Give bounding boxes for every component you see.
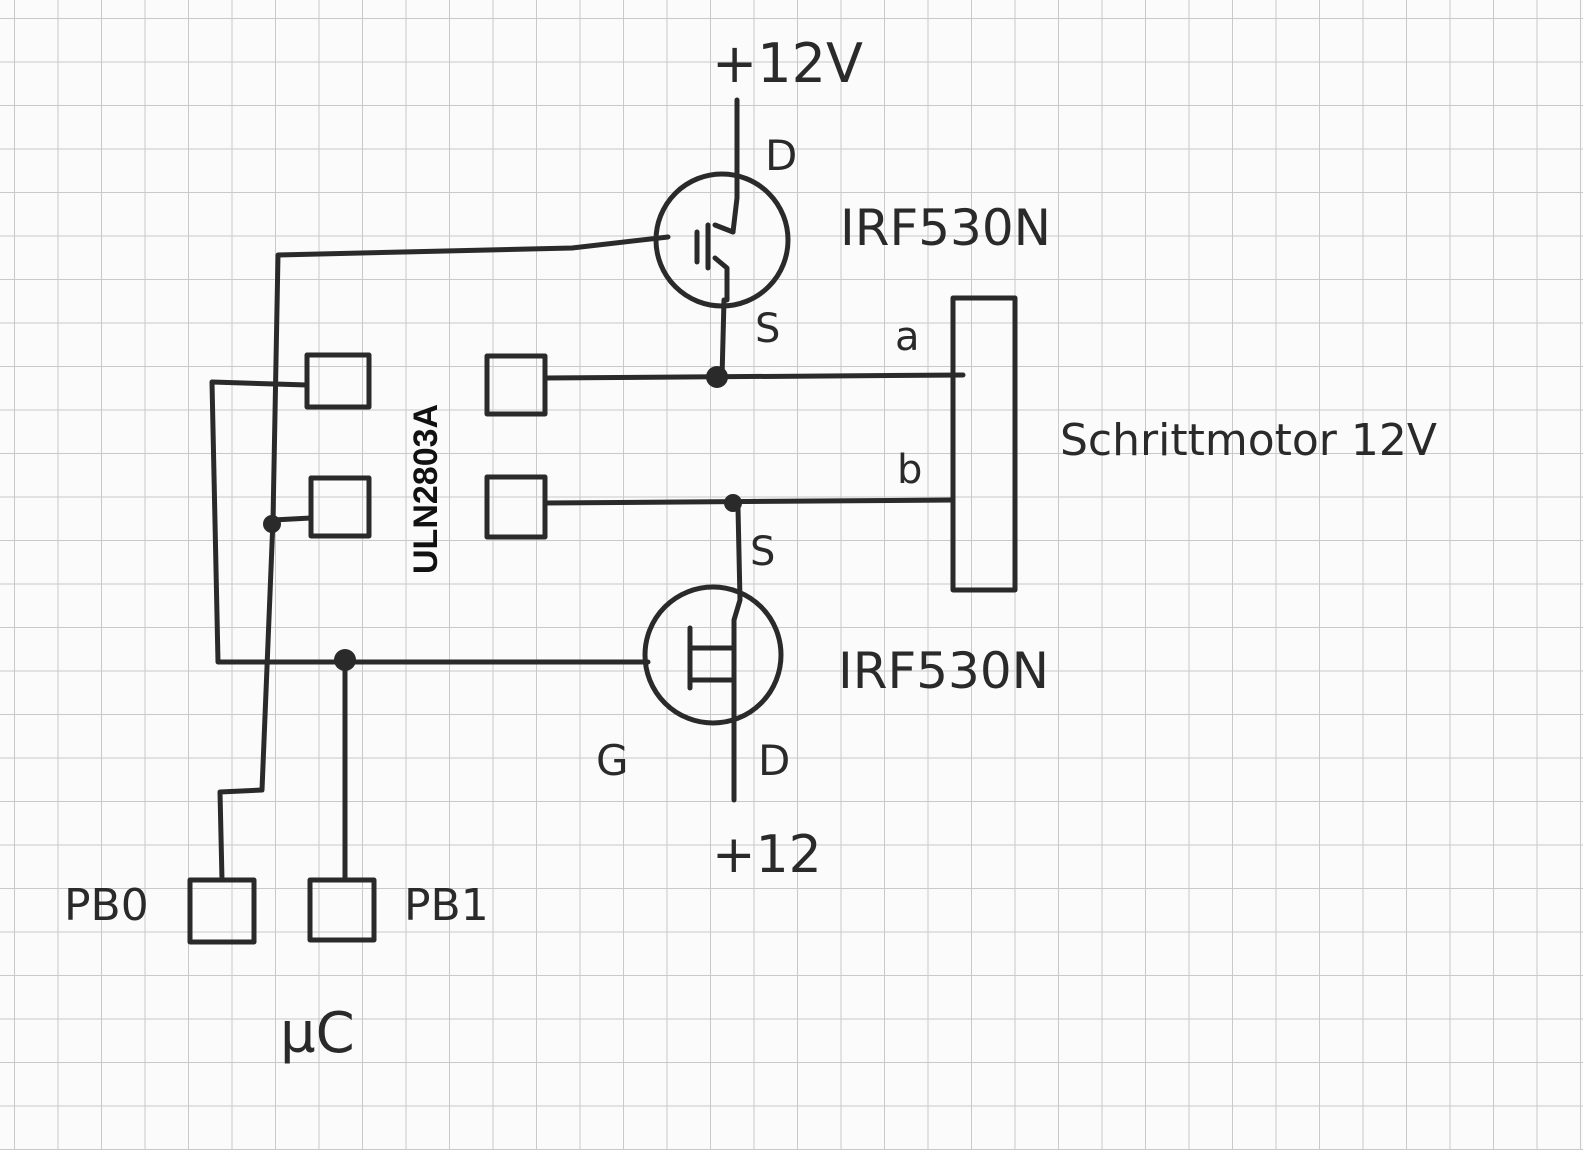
mosfet-top-body xyxy=(653,171,791,309)
label-top-source: S xyxy=(755,306,780,352)
label-motor: Schrittmotor 12V xyxy=(1060,415,1437,466)
wire-pb1-gate-bottom xyxy=(209,379,651,665)
mosfet-bottom-body xyxy=(642,584,784,726)
mosfet-top-drain-lead xyxy=(730,119,740,235)
label-supply-top: +12V xyxy=(712,32,863,95)
mosfet-top-source-lead xyxy=(719,297,727,381)
mosfet-top-inner xyxy=(712,222,736,303)
uln-pin-out2 xyxy=(484,474,548,540)
junction-pb1 xyxy=(334,649,356,671)
junction-pb0 xyxy=(263,515,281,533)
stepper-motor xyxy=(950,295,1018,593)
label-pb0: PB0 xyxy=(64,880,149,931)
wire-coil-b xyxy=(542,497,956,506)
mc-pins xyxy=(187,877,377,945)
label-mosfet-top: IRF530N xyxy=(840,199,1051,257)
mosfet-bottom xyxy=(642,505,784,803)
wire-coil-a xyxy=(542,372,966,381)
junction-coil-a xyxy=(706,366,728,388)
label-coil-a: a xyxy=(895,314,920,360)
mc-pin-pb0 xyxy=(187,877,257,945)
junction-coil-b xyxy=(724,494,742,512)
label-controller: µC xyxy=(280,1001,355,1066)
mosfet-bottom-inner xyxy=(687,645,737,683)
label-coil-b: b xyxy=(897,447,922,493)
label-top-drain: D xyxy=(765,131,797,180)
label-pb1: PB1 xyxy=(404,880,489,931)
junctions xyxy=(263,366,742,671)
uln-pin-in1 xyxy=(304,352,372,410)
mc-pin-pb1 xyxy=(307,877,377,943)
label-bottom-drain: D xyxy=(758,736,790,785)
uln-pin-out1 xyxy=(484,353,548,417)
uln-pins xyxy=(304,352,548,540)
label-mosfet-bottom: IRF530N xyxy=(838,642,1049,700)
label-supply-bottom: +12 xyxy=(712,825,822,885)
label-uln2803a: ULN2803A xyxy=(407,404,445,574)
label-bottom-source: S xyxy=(750,529,775,575)
label-bottom-gate: G xyxy=(596,736,629,785)
uln-pin-in2 xyxy=(308,475,372,539)
